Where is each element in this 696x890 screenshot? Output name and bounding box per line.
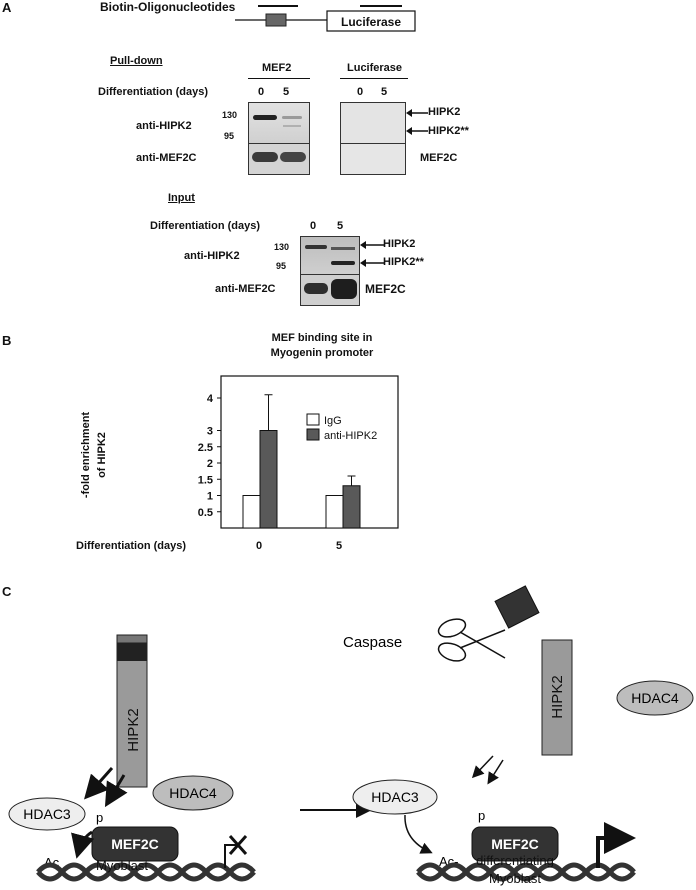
chart-ytick-label: 1.5 bbox=[198, 474, 213, 486]
luciferase-box-label: Luciferase bbox=[340, 15, 402, 29]
chart-bar bbox=[325, 495, 344, 529]
caspase-text: Caspase bbox=[343, 634, 402, 651]
left-phospho-arrow-2 bbox=[104, 774, 128, 808]
input-title: Input bbox=[168, 192, 195, 204]
right-hipk2-text: HIPK2 bbox=[549, 675, 566, 718]
mef2-day5: 5 bbox=[283, 86, 290, 98]
input-day5: 5 bbox=[337, 220, 344, 232]
luciferase-box bbox=[326, 10, 416, 32]
input-mef2c-side-label: MEF2C bbox=[365, 282, 406, 296]
right-phospho-arrow-2 bbox=[487, 759, 504, 785]
input-mw-95: 95 bbox=[276, 261, 287, 271]
diff-label-line1: differentiating bbox=[476, 853, 554, 868]
right-mef2c-text: MEF2C bbox=[491, 836, 538, 852]
row-hipk2-label: anti-HIPK2 bbox=[136, 120, 192, 132]
right-hdac4-text: HDAC4 bbox=[631, 690, 679, 706]
mechanism-diagram: HIPK2 HDAC3 HDAC4 p MEF2C Ac HIPK2 Caspa… bbox=[8, 585, 694, 882]
chart-ytick-label: 4 bbox=[207, 393, 214, 405]
construct-diagram bbox=[235, 5, 416, 32]
blot-input-mef2c bbox=[300, 274, 360, 306]
row-mef2c-label: anti-MEF2C bbox=[136, 152, 197, 164]
chart-legend-label: anti-HIPK2 bbox=[324, 430, 377, 442]
luc-day0: 0 bbox=[357, 86, 364, 98]
differentiation-label: Differentiation (days) bbox=[98, 86, 209, 98]
chart-title-line1: MEF binding site in bbox=[271, 332, 373, 344]
probe-label: Biotin-Oligonucleotides bbox=[100, 0, 236, 14]
right-mef2c bbox=[471, 826, 559, 862]
chart-ytick-label: 0.5 bbox=[198, 507, 213, 519]
input-arrow-hipk2-cleaved-label: HIPK2** bbox=[383, 256, 424, 268]
chart-legend-swatch bbox=[306, 428, 320, 441]
input-mw-130: 130 bbox=[274, 242, 290, 252]
chart-ytick-label: 2.5 bbox=[198, 442, 213, 454]
right-hipk2-fragment bbox=[494, 585, 540, 629]
right-hipk2-protein bbox=[541, 639, 573, 756]
chart-bar bbox=[242, 495, 261, 529]
left-mef2c-text: MEF2C bbox=[111, 836, 158, 852]
left-p-text: p bbox=[96, 810, 103, 825]
arrow-icon bbox=[406, 109, 428, 135]
myoblast-label: Myoblast bbox=[96, 858, 149, 873]
chart-xtick-0: 0 bbox=[256, 540, 263, 552]
blot-pulldown-hipk2-mef2 bbox=[248, 102, 310, 144]
mef2c-side-label: MEF2C bbox=[420, 152, 458, 164]
pulldown-title: Pull-down bbox=[110, 55, 163, 67]
mw-130: 130 bbox=[222, 110, 238, 120]
chart-svg: 0.5 1 1.5 2 2.5 3 4 IgG anti-HIPK2 bbox=[198, 375, 399, 529]
blot-input-hipk2 bbox=[300, 236, 360, 276]
input-day0: 0 bbox=[310, 220, 317, 232]
left-tss-marker bbox=[224, 844, 240, 868]
luc-day5: 5 bbox=[381, 86, 388, 98]
left-hipk2-protein bbox=[116, 634, 148, 788]
input-row-hipk2-label: anti-HIPK2 bbox=[184, 250, 240, 262]
chart-bar bbox=[259, 430, 278, 529]
right-hdac3 bbox=[352, 779, 438, 815]
chart-xlabel: Differentiation (days) bbox=[76, 540, 187, 552]
scissors-icon bbox=[437, 618, 506, 662]
chart-legend-swatch bbox=[306, 413, 320, 426]
right-transcription-arrow bbox=[596, 822, 636, 868]
left-deacetylation-arrow bbox=[71, 830, 95, 859]
chart-xtick-5: 5 bbox=[336, 540, 343, 552]
arrow-icon bbox=[360, 241, 384, 267]
arrow-hipk2-cleaved-label: HIPK2** bbox=[428, 125, 469, 137]
chart-ytick-label: 1 bbox=[207, 491, 213, 503]
input-differentiation-label: Differentiation (days) bbox=[150, 220, 261, 232]
left-dna-helix bbox=[36, 862, 256, 882]
blot-pulldown-hipk2-luc bbox=[340, 102, 406, 144]
col-luciferase-rule bbox=[340, 78, 408, 79]
panel-a-label: A bbox=[2, 0, 12, 15]
right-phospho-arrow-1 bbox=[471, 755, 494, 779]
left-phospho-arrow-1 bbox=[84, 767, 114, 800]
mw-95: 95 bbox=[224, 131, 235, 141]
right-hdac4 bbox=[616, 680, 694, 716]
col-luciferase-header: Luciferase bbox=[347, 62, 403, 74]
blot-pulldown-mef2c-luc bbox=[340, 143, 406, 175]
left-hdac3-text: HDAC3 bbox=[23, 806, 71, 822]
mef2-site-box bbox=[265, 13, 287, 27]
diff-label-line2: Myoblast bbox=[488, 871, 542, 886]
chart-ytick-label: 2 bbox=[207, 458, 213, 470]
panel-b-label: B bbox=[2, 333, 12, 348]
chart-ytick-label: 3 bbox=[207, 426, 213, 438]
mef2-day0: 0 bbox=[258, 86, 265, 98]
left-hdac3 bbox=[8, 797, 86, 831]
right-hdac3-text: HDAC3 bbox=[371, 789, 419, 805]
col-mef2-header: MEF2 bbox=[262, 62, 292, 74]
chart-bar bbox=[342, 485, 361, 529]
arrow-hipk2-label: HIPK2 bbox=[428, 106, 461, 118]
right-acetylation-arrow bbox=[404, 814, 433, 854]
chart-title-line2: Myogenin promoter bbox=[270, 347, 374, 359]
right-p-text: p bbox=[478, 808, 485, 823]
input-arrow-hipk2-label: HIPK2 bbox=[383, 238, 416, 250]
left-hdac4-text: HDAC4 bbox=[169, 785, 217, 801]
chart-legend-label: IgG bbox=[324, 415, 342, 427]
input-row-mef2c-label: anti-MEF2C bbox=[215, 283, 276, 295]
panel-c-label: C bbox=[2, 584, 12, 599]
left-hdac4 bbox=[152, 775, 234, 811]
left-hipk2-text: HIPK2 bbox=[125, 708, 142, 751]
col-mef2-rule bbox=[248, 78, 310, 79]
blot-pulldown-mef2c-mef2 bbox=[248, 143, 310, 175]
